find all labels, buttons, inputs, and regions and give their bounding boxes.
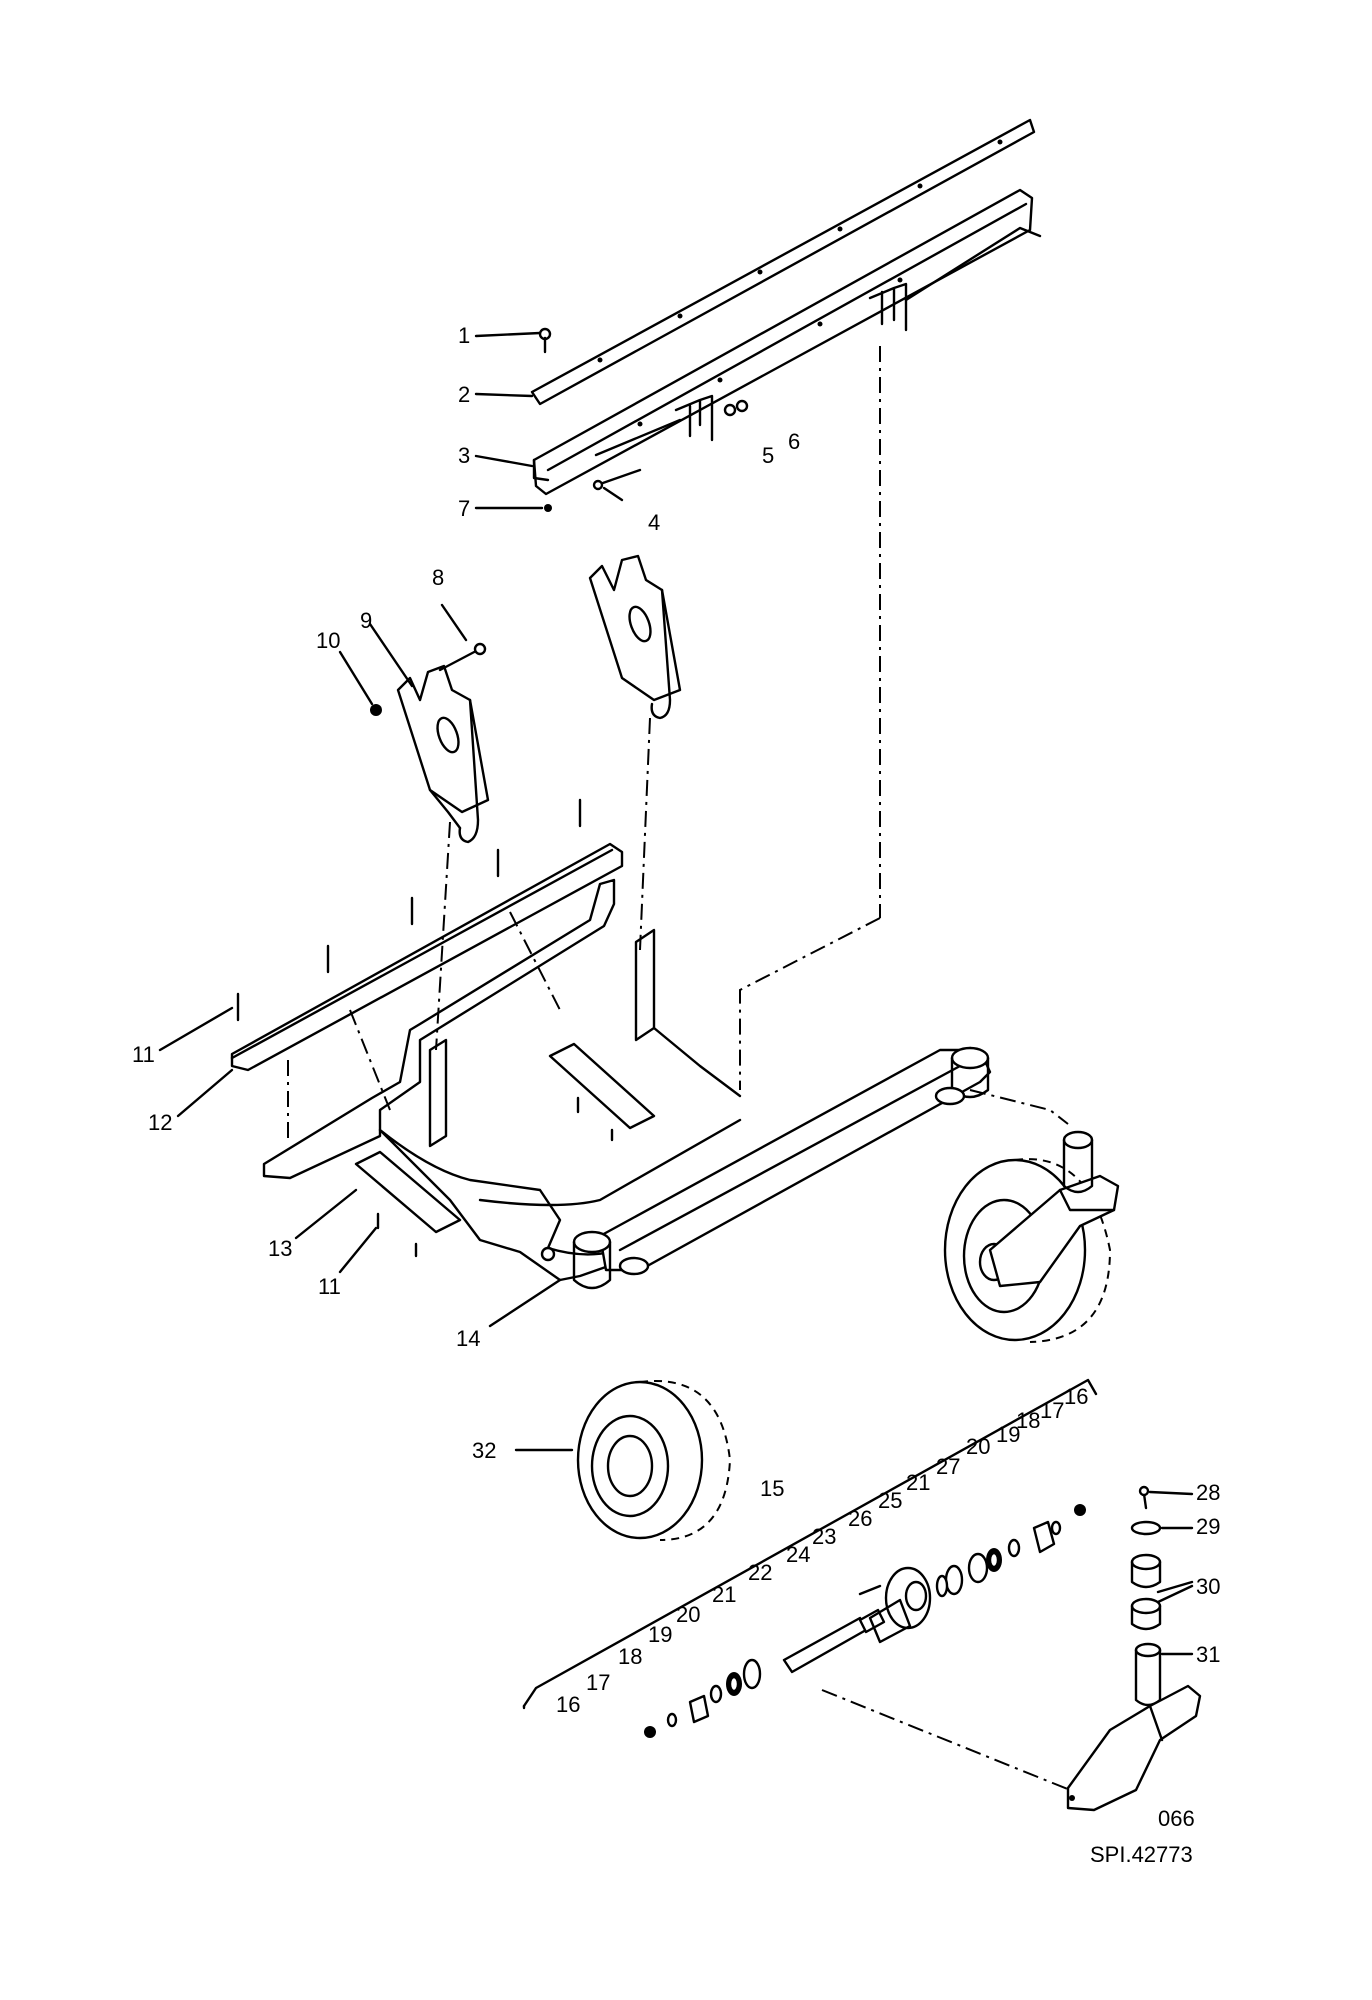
callout-19-right: 19 — [996, 1422, 1020, 1447]
callout-7: 7 — [458, 496, 470, 521]
callout-11-lower: 11 — [318, 1274, 341, 1299]
callout-31: 31 — [1196, 1642, 1220, 1667]
callout-labels: 1 2 3 4 5 6 7 8 9 10 11 12 13 11 14 32 1… — [132, 323, 1220, 1717]
callout-3: 3 — [458, 443, 470, 468]
callout-17-left: 17 — [586, 1670, 610, 1695]
callout-18-right: 18 — [1016, 1408, 1040, 1433]
callout-14: 14 — [456, 1326, 480, 1351]
callout-21-left: 21 — [712, 1582, 736, 1607]
callout-25: 25 — [878, 1488, 902, 1513]
right-wheel-assembly — [943, 1130, 1120, 1343]
callout-24: 24 — [786, 1542, 810, 1567]
page-number: 066 — [1158, 1806, 1195, 1831]
callout-18-left: 18 — [618, 1644, 642, 1669]
callout-27: 27 — [936, 1454, 960, 1479]
callout-28: 28 — [1196, 1480, 1220, 1505]
callout-19-left: 19 — [648, 1622, 672, 1647]
callout-9: 9 — [360, 608, 372, 633]
callout-4: 4 — [648, 510, 660, 535]
callout-2: 2 — [458, 382, 470, 407]
callout-21-right: 21 — [906, 1470, 930, 1495]
callout-16-left: 16 — [556, 1692, 580, 1717]
callout-1: 1 — [458, 323, 470, 348]
callout-23: 23 — [812, 1524, 836, 1549]
callout-10: 10 — [316, 628, 340, 653]
drawing-reference-block: 066 SPI.42773 — [1090, 1806, 1195, 1867]
drawing-reference: SPI.42773 — [1090, 1842, 1193, 1867]
top-beam-assembly — [530, 118, 1042, 512]
hub-assembly-15 — [522, 1378, 1098, 1791]
callout-13: 13 — [268, 1236, 292, 1261]
hanger-brackets — [370, 554, 682, 844]
callout-30: 30 — [1196, 1574, 1220, 1599]
callout-17-right: 17 — [1040, 1398, 1064, 1423]
leader-lines — [158, 331, 1194, 1656]
callout-12: 12 — [148, 1110, 172, 1135]
callout-26: 26 — [848, 1506, 872, 1531]
castor-fork-assembly — [1066, 1485, 1202, 1812]
callout-22: 22 — [748, 1560, 772, 1585]
callout-15: 15 — [760, 1476, 784, 1501]
wheel-tyre-32 — [576, 1380, 732, 1541]
callout-5: 5 — [762, 443, 774, 468]
callout-32: 32 — [472, 1438, 496, 1463]
callout-20-right: 20 — [966, 1434, 990, 1459]
callout-6: 6 — [788, 429, 800, 454]
callout-29: 29 — [1196, 1514, 1220, 1539]
callout-8: 8 — [432, 565, 444, 590]
chassis-frame — [230, 346, 1069, 1290]
callout-11-upper: 11 — [132, 1042, 155, 1067]
callout-16-right: 16 — [1064, 1384, 1088, 1409]
callout-20-left: 20 — [676, 1602, 700, 1627]
